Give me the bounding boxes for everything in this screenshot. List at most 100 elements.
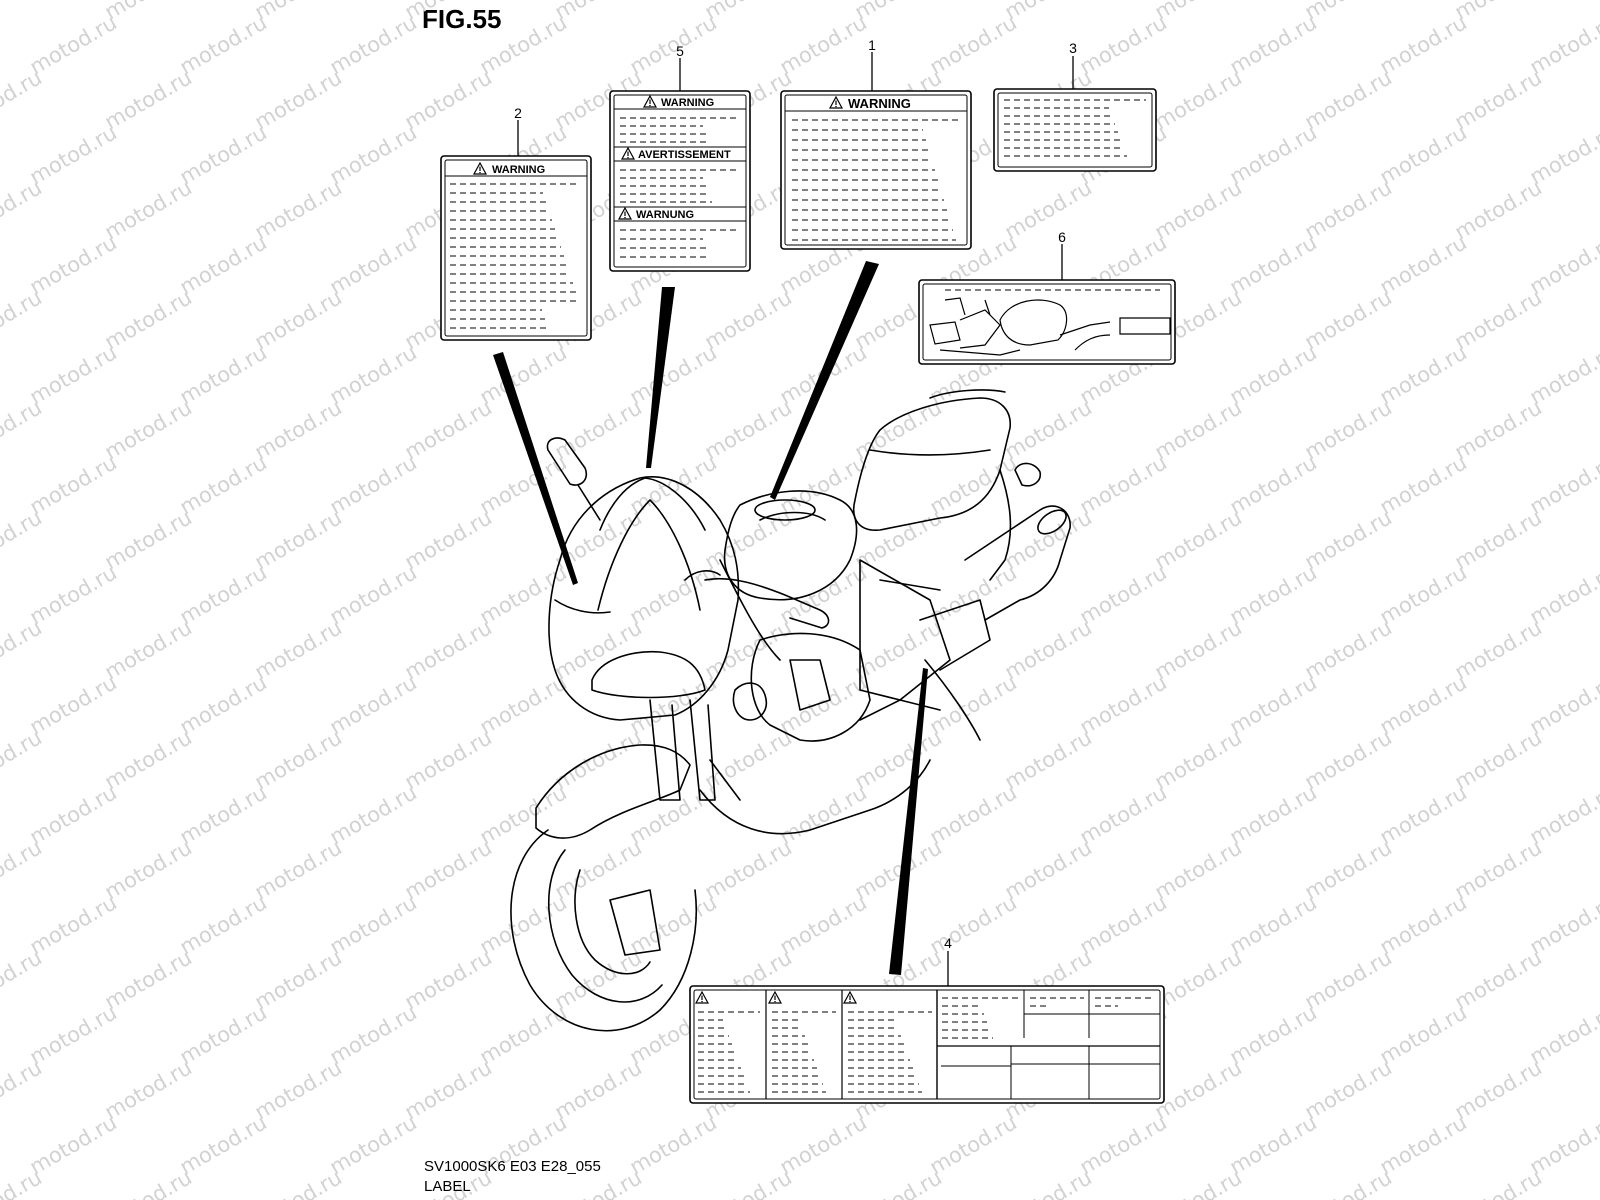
watermark-text: motod.ru: [1076, 890, 1171, 959]
watermark-text: motod.ru: [476, 670, 571, 739]
watermark-text: motod.ru: [1451, 175, 1546, 244]
watermark-text: motod.ru: [1451, 65, 1546, 134]
watermark-text: motod.ru: [251, 175, 346, 244]
watermark-text: motod.ru: [551, 945, 646, 1014]
watermark-text: motod.ru: [251, 835, 346, 904]
watermark-text: motod.ru: [1451, 505, 1546, 574]
watermark-text: motod.ru: [626, 780, 721, 849]
watermark-text: motod.ru: [1451, 1165, 1546, 1200]
watermark-text: motod.ru: [1226, 450, 1321, 519]
watermark-text: motod.ru: [26, 120, 121, 189]
watermark-text: motod.ru: [326, 10, 421, 79]
watermark-text: motod.ru: [0, 65, 46, 134]
watermark-text: motod.ru: [0, 1055, 46, 1124]
watermark-text: motod.ru: [26, 10, 121, 79]
watermark-text: motod.ru: [101, 945, 196, 1014]
watermark-text: motod.ru: [851, 725, 946, 794]
watermark-text: motod.ru: [1001, 395, 1096, 464]
watermark-text: motod.ru: [1001, 175, 1096, 244]
watermark-text: motod.ru: [1001, 505, 1096, 574]
caption-section-name: LABEL: [424, 1178, 471, 1195]
watermark-text: motod.ru: [1226, 1110, 1321, 1179]
watermark-text: motod.ru: [401, 725, 496, 794]
watermark-text: motod.ru: [326, 450, 421, 519]
watermark-text: motod.ru: [701, 835, 796, 904]
watermark-text: motod.ru: [476, 1000, 571, 1069]
watermark-text: motod.ru: [401, 945, 496, 1014]
watermark-text: motod.ru: [326, 340, 421, 409]
watermark-text: motod.ru: [101, 65, 196, 134]
watermark-text: motod.ru: [26, 450, 121, 519]
watermark-text: motod.ru: [251, 505, 346, 574]
watermark-text: motod.ru: [1226, 120, 1321, 189]
watermark-text: motod.ru: [1151, 725, 1246, 794]
watermark-text: motod.ru: [1526, 10, 1600, 79]
watermark-text: motod.ru: [1226, 780, 1321, 849]
watermark-text: motod.ru: [1451, 395, 1546, 464]
watermark-text: motod.ru: [251, 65, 346, 134]
watermark-text: motod.ru: [1226, 10, 1321, 79]
watermark-text: motod.ru: [326, 1000, 421, 1069]
label-2-header: WARNING: [492, 164, 545, 176]
watermark-text: motod.ru: [551, 725, 646, 794]
callout-1: 1: [868, 37, 876, 53]
watermark-text: motod.ru: [1301, 835, 1396, 904]
watermark-text: motod.ru: [26, 340, 121, 409]
watermark-text: motod.ru: [1451, 835, 1546, 904]
watermark-text: motod.ru: [701, 395, 796, 464]
label-3: [993, 88, 1157, 172]
watermark-text: motod.ru: [1151, 505, 1246, 574]
watermark-text: motod.ru: [0, 175, 46, 244]
watermark-text: motod.ru: [176, 10, 271, 79]
watermark-text: motod.ru: [401, 835, 496, 904]
watermark-text: motod.ru: [1151, 1055, 1246, 1124]
watermark-text: motod.ru: [1451, 725, 1546, 794]
watermark-text: motod.ru: [1301, 725, 1396, 794]
watermark-text: motod.ru: [176, 450, 271, 519]
watermark-text: motod.ru: [326, 120, 421, 189]
watermark-text: motod.ru: [626, 890, 721, 959]
watermark-text: motod.ru: [101, 1055, 196, 1124]
watermark-text: motod.ru: [101, 615, 196, 684]
watermark-text: motod.ru: [626, 1110, 721, 1179]
watermark-text: motod.ru: [326, 560, 421, 629]
watermark-text: motod.ru: [1526, 1110, 1600, 1179]
callout-leaders: [517, 52, 1074, 986]
watermark-text: motod.ru: [251, 1055, 346, 1124]
watermark-text: motod.ru: [26, 230, 121, 299]
watermark-text: motod.ru: [476, 10, 571, 79]
watermark-text: motod.ru: [176, 120, 271, 189]
watermark-text: motod.ru: [1526, 560, 1600, 629]
watermark-text: motod.ru: [1226, 670, 1321, 739]
watermark-text: motod.ru: [251, 945, 346, 1014]
watermark-text: motod.ru: [1076, 780, 1171, 849]
watermark-text: motod.ru: [926, 560, 1021, 629]
watermark-text: motod.ru: [0, 505, 46, 574]
watermark-text: motod.ru: [1151, 945, 1246, 1014]
watermark-text: motod.ru: [926, 10, 1021, 79]
watermark-text: motod.ru: [926, 1110, 1021, 1179]
watermark-text: motod.ru: [176, 1000, 271, 1069]
watermark-text: motod.ru: [176, 560, 271, 629]
watermark-text: motod.ru: [551, 1055, 646, 1124]
watermark-text: motod.ru: [1301, 1165, 1396, 1200]
watermark-text: motod.ru: [701, 505, 796, 574]
watermark-text: motod.ru: [1301, 945, 1396, 1014]
watermark-text: motod.ru: [776, 560, 871, 629]
watermark-text: motod.ru: [1226, 560, 1321, 629]
watermark-text: motod.ru: [26, 780, 121, 849]
watermark-text: motod.ru: [1526, 1000, 1600, 1069]
watermark-text: motod.ru: [626, 450, 721, 519]
watermark-text: motod.ru: [851, 1165, 946, 1200]
watermark-text: motod.ru: [1451, 285, 1546, 354]
watermark-text: motod.ru: [1376, 1000, 1471, 1069]
watermark-text: motod.ru: [1151, 615, 1246, 684]
watermark-text: motod.ru: [1226, 1000, 1321, 1069]
watermark-text: motod.ru: [326, 890, 421, 959]
watermark-text: motod.ru: [1001, 615, 1096, 684]
callout-4: 4: [944, 935, 952, 951]
watermark-text: motod.ru: [176, 890, 271, 959]
pointer-label-4: [889, 668, 928, 975]
motorcycle-illustration: [510, 389, 1071, 1032]
